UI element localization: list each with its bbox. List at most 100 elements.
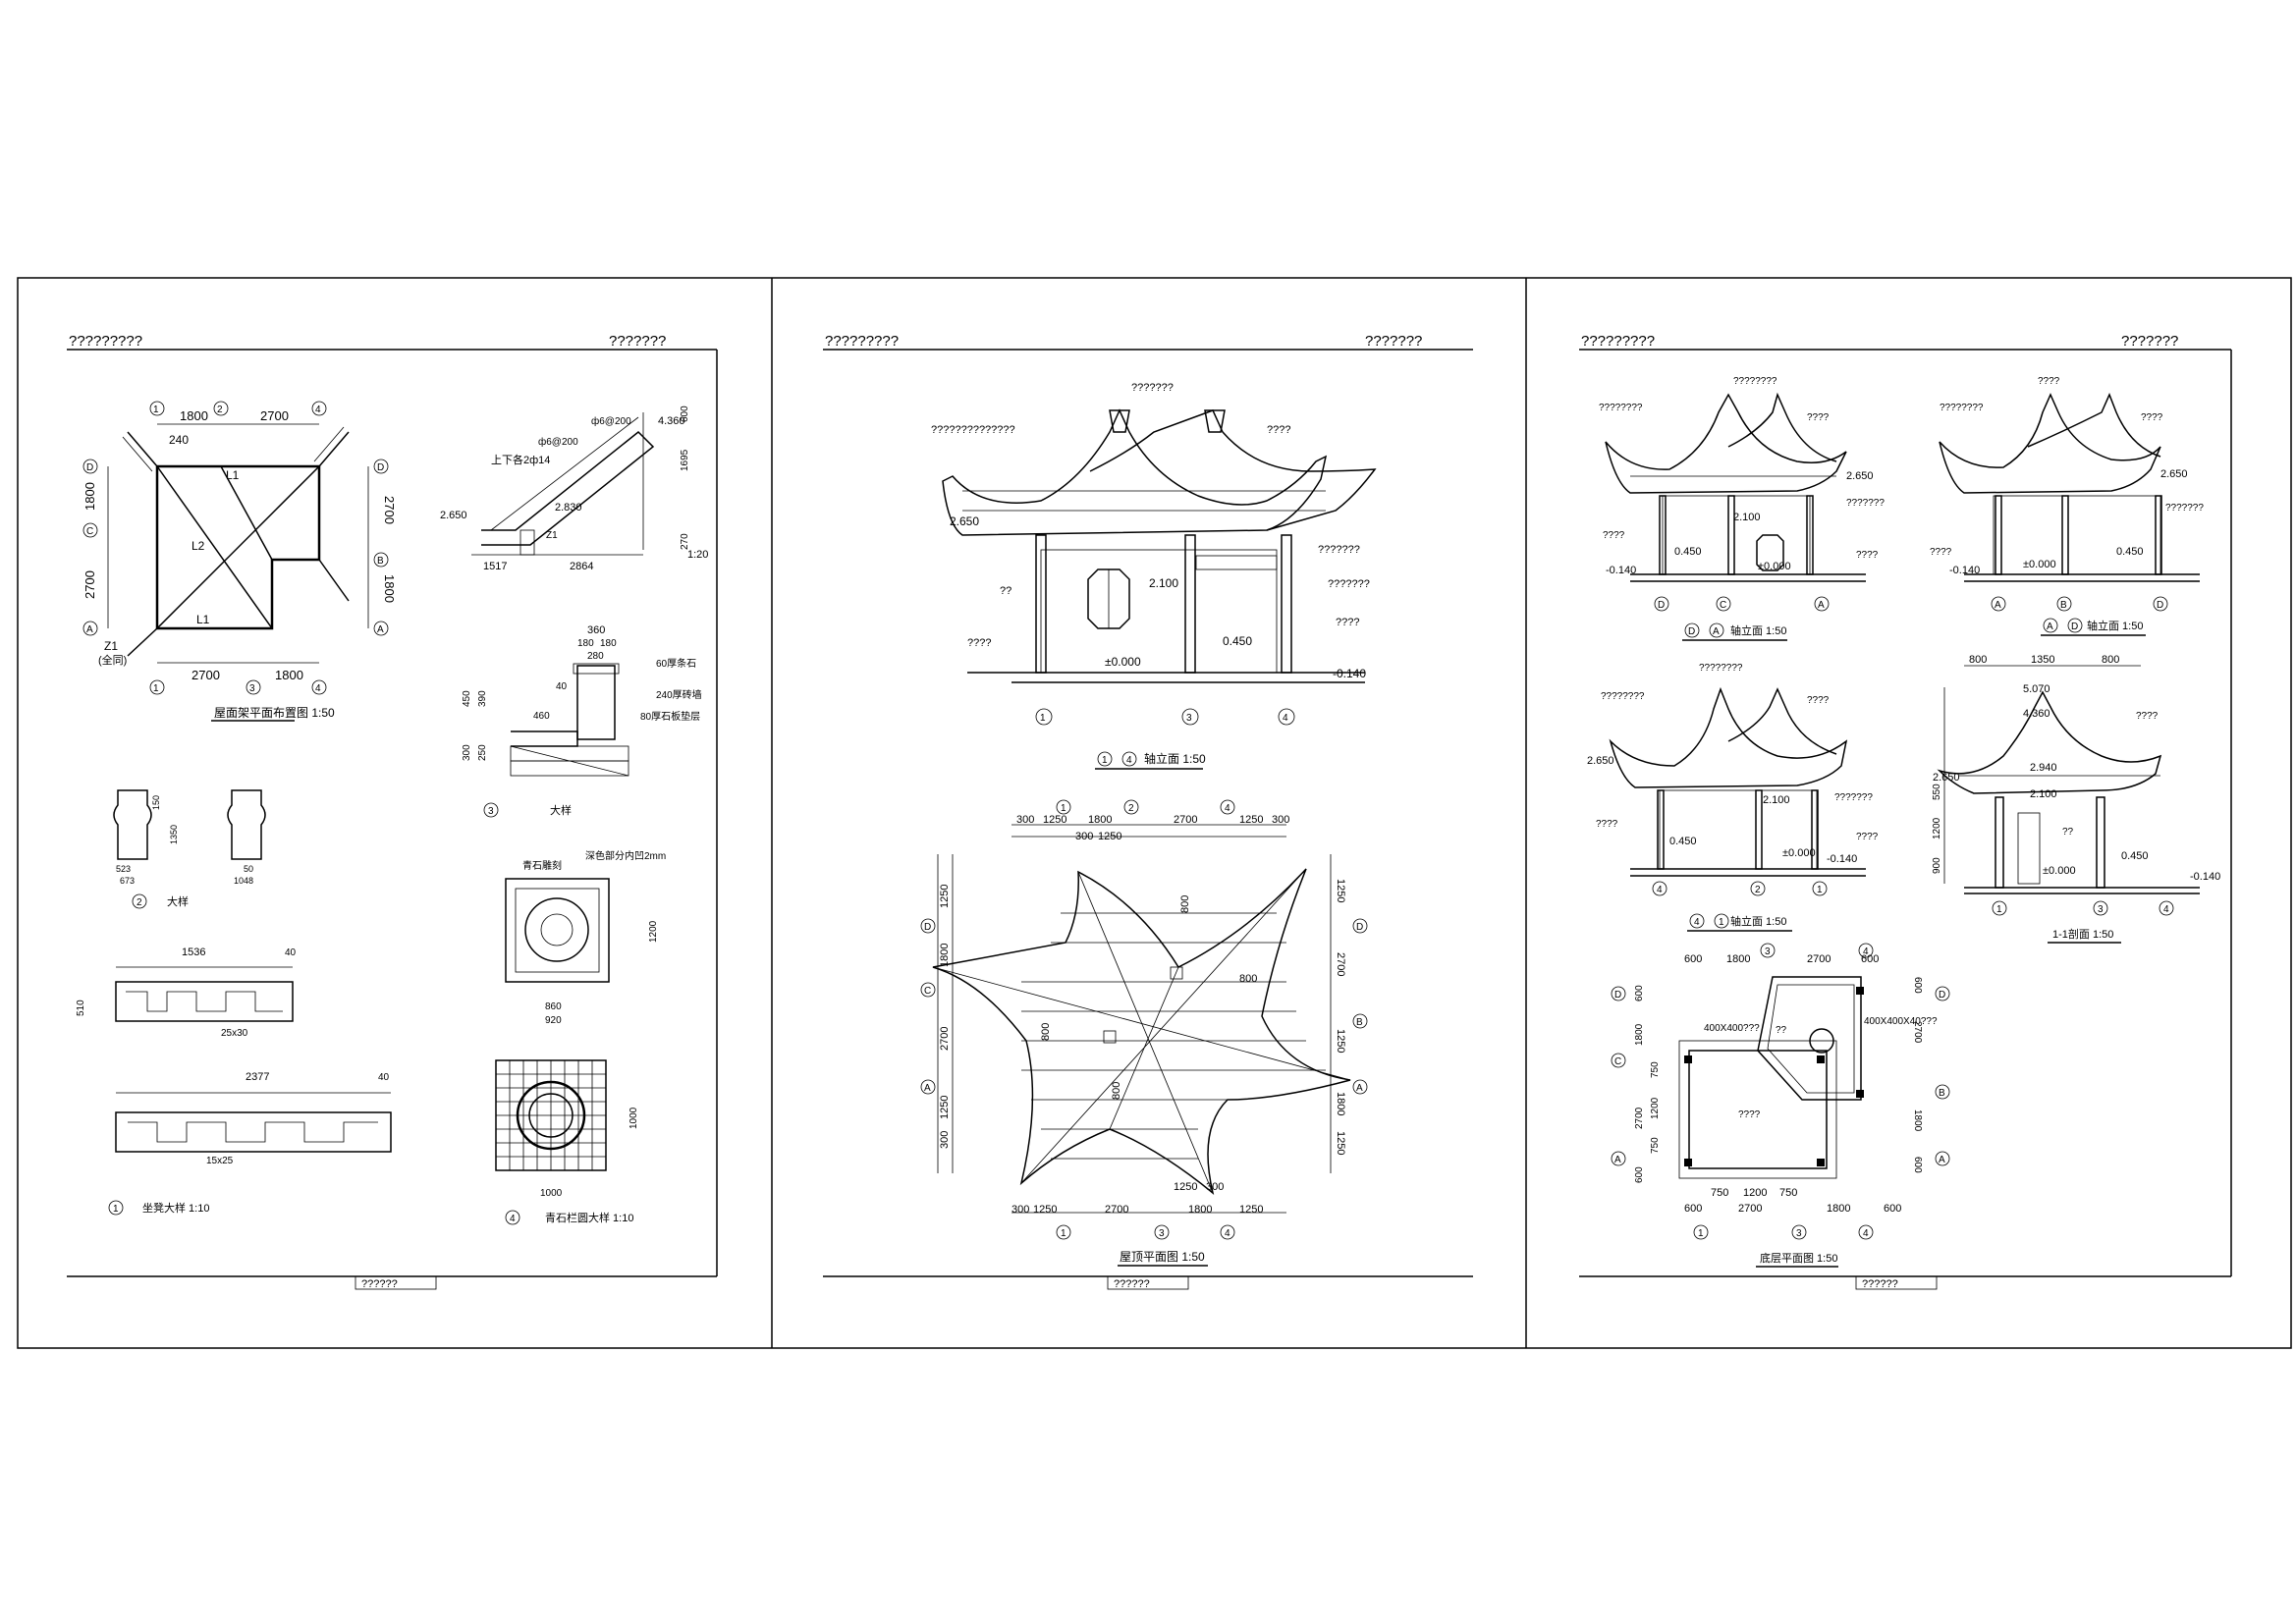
sheet2-header-right: ??????? (1365, 333, 1422, 350)
roof-plan-top-1250c: 1250 (1239, 814, 1263, 826)
axis-d-right: D (377, 462, 384, 473)
sect-dim-800a: 800 (1969, 654, 1987, 666)
roof-plan-left-1250b: 1250 (939, 1096, 951, 1119)
elev2-title: 轴立面 1:50 (2087, 619, 2143, 632)
roof-plan-left-2700: 2700 (939, 1027, 951, 1051)
elev-label-window: ?? (1000, 585, 1011, 597)
gplan-axis-4-top: 4 (1863, 947, 1869, 957)
gplan-axis-3: 3 (1796, 1228, 1802, 1239)
elev2-title-axis-a: A (2047, 622, 2053, 632)
elev3-level-0000: ±0.000 (1782, 847, 1816, 859)
gplan-axis-c: C (1614, 1056, 1621, 1067)
roof-dim-right-1: 2700 (382, 496, 397, 524)
elevation-d-a: 2.650 2.100 0.450 ±0.000 -0.140 ????????… (1599, 376, 1885, 641)
rafter-section-detail: 上下各2ф14 ф6@200 ф6@200 1517 2864 2.650 2.… (440, 406, 708, 572)
elev2-axis-a: A (1995, 600, 2001, 611)
sheet3-header-right: ??????? (2121, 333, 2178, 350)
elev2-label-5: ???? (1930, 547, 1952, 558)
det1a-dim-510: 510 (76, 1000, 86, 1016)
gplan-note-1: 400X400X40??? (1864, 1016, 1938, 1027)
det3-dim-300: 300 (462, 744, 472, 761)
det4-dim-1000a: 1000 (540, 1188, 563, 1199)
sect-axis-4: 4 (2163, 904, 2169, 915)
elev3-axis-2: 2 (1755, 885, 1761, 895)
elev3-title: 轴立面 1:50 (1730, 914, 1786, 928)
beam-label-l2: L2 (191, 539, 205, 553)
gplan-right-600: 600 (1912, 977, 1923, 994)
gplan-dim-750a: 750 (1711, 1187, 1728, 1199)
roof-plan-axis-left-c: C (924, 986, 931, 997)
section-title: 1-1剖面 1:50 (2052, 927, 2113, 941)
gplan-title: 底层平面图 1:50 (1760, 1251, 1837, 1265)
elev1-label-4: ??????? (1846, 498, 1885, 509)
det3-number: 3 (488, 806, 494, 817)
roof-plan-right-1800: 1800 (1335, 1092, 1346, 1115)
roof-plan-top-1250b: 1250 (1098, 831, 1121, 842)
elev1-label-3: ???? (1807, 412, 1830, 423)
roof-plan-left-1800: 1800 (939, 944, 951, 967)
roof-plan-bottom-300: 300 (1011, 1204, 1029, 1216)
gplan-left-600: 600 (1634, 985, 1645, 1001)
elev3-axis-1: 1 (1817, 885, 1823, 895)
elev3-label-2: ???????? (1699, 663, 1743, 674)
roof-plan-axis-right-b: B (1356, 1017, 1363, 1028)
gplan-dim-600c: 600 (1684, 1203, 1702, 1215)
elev-label-right1: ???? (1267, 424, 1290, 436)
elev-level-0000: ±0.000 (1105, 655, 1141, 669)
roof-plan-bottom-300b: 300 (1206, 1181, 1224, 1193)
det2-number: 2 (137, 897, 142, 908)
axis-a-right: A (377, 624, 384, 635)
gplan-right-600b: 600 (1912, 1157, 1923, 1173)
roof-plan-inner-800c: 800 (1040, 1023, 1052, 1041)
elev-level-2100: 2.100 (1149, 576, 1178, 590)
sheet-frames (17, 277, 2292, 1349)
sec-dim-270: 270 (680, 533, 690, 550)
det4-dim-1000b: 1000 (629, 1107, 639, 1129)
det2-dim-523: 523 (116, 864, 131, 874)
sec-dim-2864: 2864 (570, 561, 593, 572)
axis-d-left: D (86, 462, 93, 473)
roof-plan-left-300: 300 (939, 1131, 951, 1149)
sect-level-2650: 2.650 (1933, 772, 1960, 784)
gplan-dim-750b: 750 (1779, 1187, 1797, 1199)
sheet1-footer: ?????? (361, 1278, 398, 1290)
pavilion-elevation: ??????? ?????????????? ???? ??????? ????… (931, 382, 1377, 770)
sheet2-footer: ?????? (1114, 1278, 1150, 1290)
sec-level-4360: 4.360 (658, 415, 685, 427)
det3-dim-180a: 180 (577, 638, 594, 649)
det3-dim-250: 250 (477, 744, 488, 761)
det3-layer-2: 240厚砖墙 (656, 688, 702, 701)
roof-dim-left-1: 1800 (82, 482, 97, 511)
sheet3-header-left: ????????? (1581, 333, 1655, 350)
roof-plan-top-300a: 300 (1016, 814, 1034, 826)
det2-title: 大样 (167, 894, 189, 908)
det1a-dim-1536: 1536 (182, 947, 205, 958)
elev3-level-m0140: -0.140 (1827, 853, 1857, 865)
gplan-dim-600d: 600 (1884, 1203, 1901, 1215)
det1a-dim-40: 40 (285, 947, 297, 958)
elev-label-ridge: ?????????????? (931, 424, 1015, 436)
elev3-title-axis-a: 4 (1694, 917, 1700, 928)
gplan-right-1800: 1800 (1912, 1109, 1923, 1132)
elev3-label-6: ???? (1856, 832, 1879, 842)
gplan-dim-1800: 1800 (1726, 953, 1750, 965)
det3-dim-390: 390 (477, 690, 488, 707)
det1b-dim-2377: 2377 (246, 1071, 269, 1083)
elev-label-top: ??????? (1131, 382, 1174, 394)
gplan-dim-2700b: 2700 (1738, 1203, 1762, 1215)
gplan-left-1800: 1800 (1634, 1023, 1645, 1046)
beam-label-l1b: L1 (196, 613, 210, 626)
column-z1: Z1 (104, 639, 118, 653)
axis-a-left: A (86, 624, 93, 635)
gplan-axis-b-r: B (1939, 1088, 1945, 1099)
sect-dim-550: 550 (1932, 784, 1942, 800)
det1b-dim-15x25: 15x25 (206, 1156, 234, 1166)
gplan-dim-600a: 600 (1684, 953, 1702, 965)
elev1-label-6: ???? (1856, 550, 1879, 561)
gplan-left-750a: 750 (1650, 1061, 1661, 1078)
det1b-dim-40: 40 (378, 1072, 390, 1083)
elev1-title: 轴立面 1:50 (1730, 623, 1786, 637)
elev-axis-1: 1 (1040, 713, 1046, 724)
roof-plan-bottom-2700: 2700 (1105, 1204, 1128, 1216)
elev2-label-3: ???? (2141, 412, 2163, 423)
